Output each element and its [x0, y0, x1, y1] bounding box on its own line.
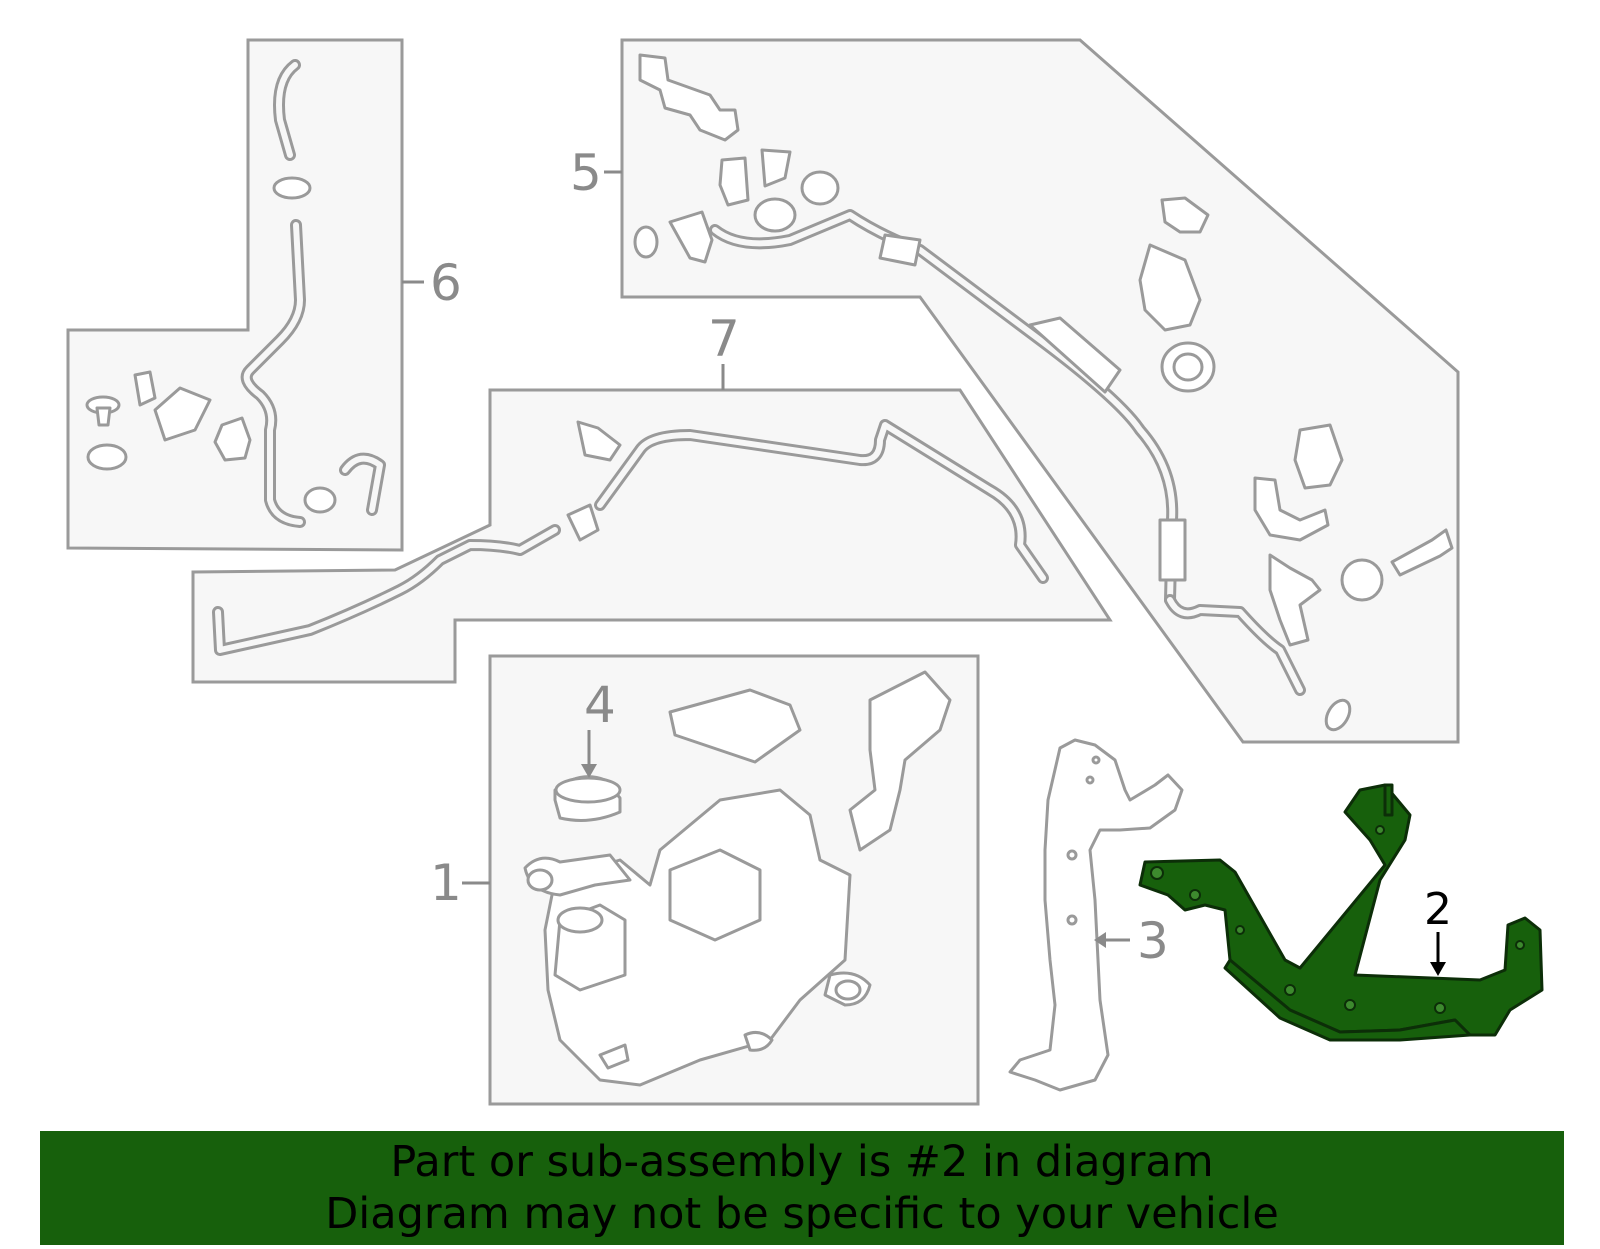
info-banner: Part or sub-assembly is #2 in diagram Di… — [40, 1131, 1564, 1245]
callout-5: 5 — [570, 144, 602, 202]
banner-line-1: Part or sub-assembly is #2 in diagram — [390, 1137, 1214, 1187]
part-2-bracket-highlighted: 2 — [1138, 783, 1544, 1042]
callout-4: 4 — [584, 676, 616, 734]
callout-1: 1 — [430, 854, 462, 912]
banner-line-2: Diagram may not be specific to your vehi… — [325, 1189, 1279, 1239]
part-3-bracket: 3 — [1008, 738, 1184, 1092]
callout-6: 6 — [430, 254, 462, 312]
callout-2: 2 — [1424, 884, 1452, 935]
panel-7-hose-assembly: 7 — [191, 310, 1113, 684]
panel-1-pump-assembly: 4 1 — [430, 654, 980, 1106]
callout-7: 7 — [708, 310, 740, 368]
panel-6-hose-assembly: 6 — [66, 38, 462, 552]
panel-5-hose-assembly: 5 — [570, 38, 1460, 744]
callout-3: 3 — [1137, 912, 1169, 970]
